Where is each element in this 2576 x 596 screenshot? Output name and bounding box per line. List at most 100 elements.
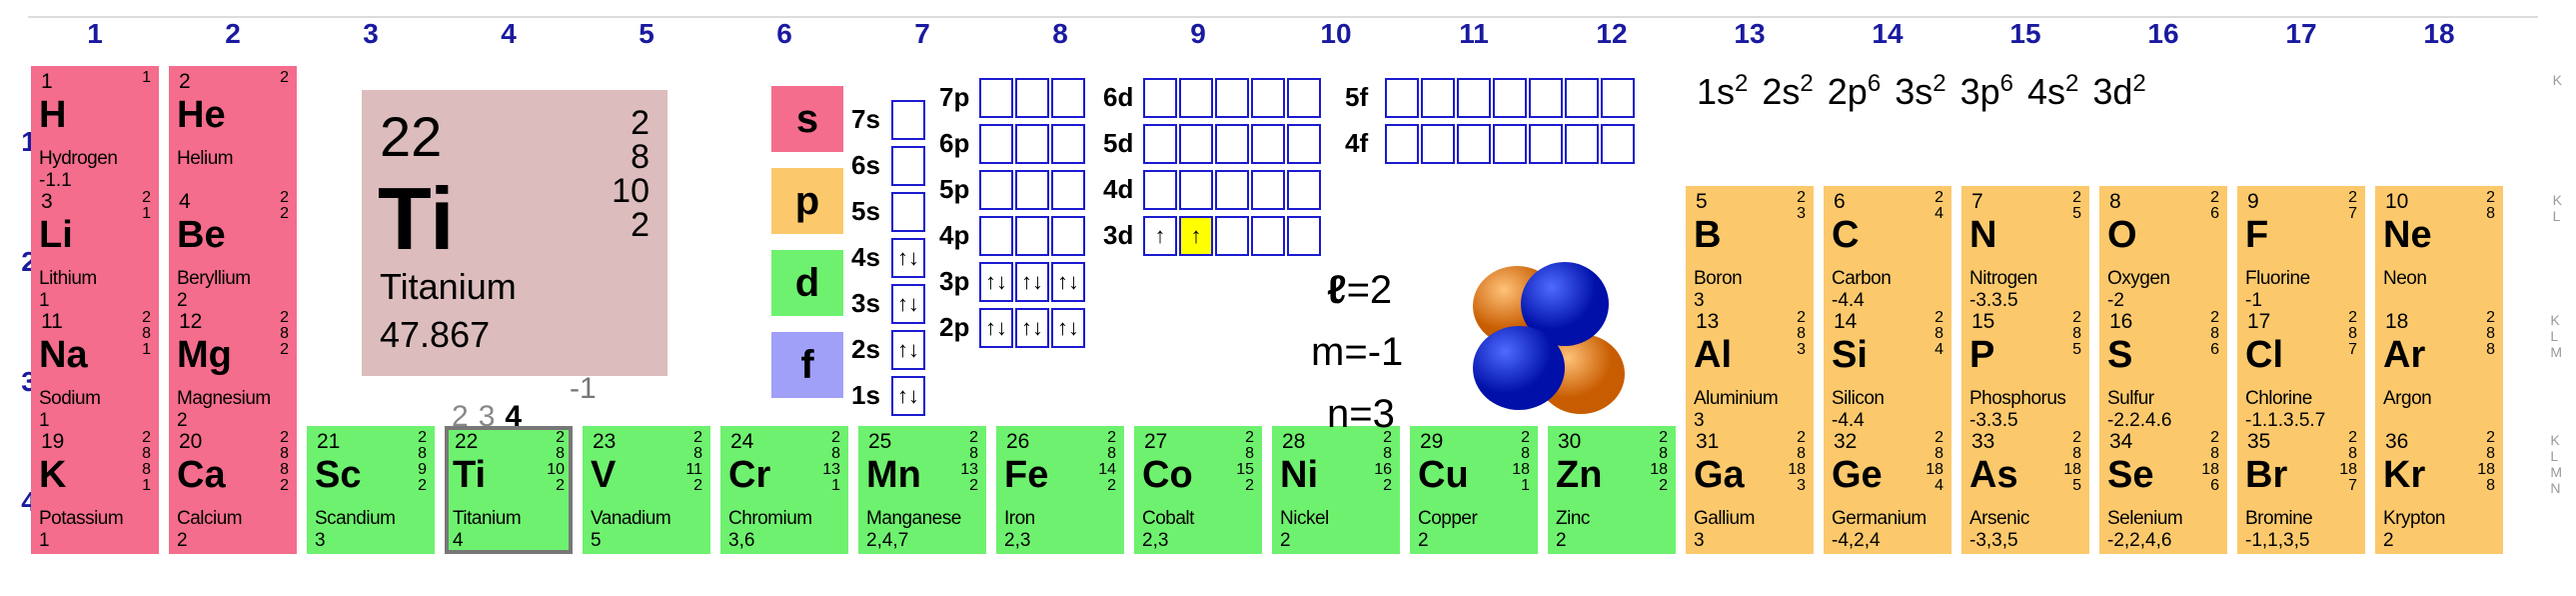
block-button-d[interactable]: d	[771, 250, 843, 316]
block-button-f[interactable]: f	[771, 332, 843, 398]
orbital-box[interactable]	[1287, 216, 1321, 256]
orbital-box[interactable]: ↑↓	[1015, 308, 1049, 348]
oxidation-state[interactable]: 3	[478, 400, 496, 433]
orbital-box[interactable]	[1493, 124, 1527, 164]
orbital-box[interactable]	[1565, 124, 1599, 164]
orbital-box[interactable]	[1251, 170, 1285, 210]
orbital-box[interactable]: ↑↓	[891, 330, 925, 370]
orbital-box[interactable]: ↑↓	[1051, 262, 1085, 302]
orbital-box[interactable]	[891, 100, 925, 140]
orbital-box[interactable]: ↑	[1179, 216, 1213, 256]
group-number-14[interactable]: 14	[1872, 18, 1904, 49]
orbital-box[interactable]	[1493, 78, 1527, 118]
orbital-box[interactable]	[1179, 170, 1213, 210]
orbital-box[interactable]	[1051, 216, 1085, 256]
group-number-7[interactable]: 7	[914, 18, 930, 49]
orbital-box[interactable]: ↑↓	[891, 238, 925, 278]
group-number-17[interactable]: 17	[2285, 18, 2317, 49]
orbital-box[interactable]	[1179, 78, 1213, 118]
orbital-box[interactable]	[1051, 170, 1085, 210]
orbital-box[interactable]	[1143, 124, 1177, 164]
orbital-box[interactable]	[891, 146, 925, 186]
orbital-box[interactable]	[1529, 78, 1563, 118]
orbital-box[interactable]: ↑	[1143, 216, 1177, 256]
group-number-12[interactable]: 12	[1596, 18, 1628, 49]
orbital-box[interactable]	[1179, 124, 1213, 164]
oxidation-state[interactable]: 4	[505, 400, 523, 433]
orbital-box[interactable]	[1421, 78, 1455, 118]
orbital-box[interactable]	[1015, 78, 1049, 118]
orbital-box[interactable]	[979, 78, 1013, 118]
orbital-box[interactable]	[1287, 78, 1321, 118]
orbital-box[interactable]	[1385, 78, 1419, 118]
block-button-p[interactable]: p	[771, 168, 843, 234]
orbital-box[interactable]	[1457, 78, 1491, 118]
group-number-11[interactable]: 11	[1459, 18, 1489, 49]
orbital-box[interactable]	[1565, 78, 1599, 118]
orbital-box[interactable]	[1457, 124, 1491, 164]
orbital-box[interactable]: ↑↓	[979, 262, 1013, 302]
group-number-15[interactable]: 15	[2009, 18, 2041, 49]
oxidation-state[interactable]: 2	[452, 400, 469, 433]
orbital-box[interactable]	[1051, 124, 1085, 164]
orbital-box[interactable]	[1287, 170, 1321, 210]
orbital-box[interactable]: ↑↓	[1051, 308, 1085, 348]
group-number-2[interactable]: 2	[225, 18, 241, 49]
group-number-5[interactable]: 5	[639, 18, 654, 49]
group-number-6[interactable]: 6	[776, 18, 792, 49]
group-number-3[interactable]: 3	[363, 18, 379, 49]
orbital-box[interactable]	[1215, 78, 1249, 118]
orbital-box[interactable]	[1601, 78, 1635, 118]
orbital-box[interactable]	[1215, 124, 1249, 164]
group-number-18[interactable]: 18	[2423, 18, 2455, 49]
orbital-box[interactable]	[1251, 124, 1285, 164]
orbital-box[interactable]	[1143, 78, 1177, 118]
block-button-s[interactable]: s	[771, 86, 843, 152]
orbital-box[interactable]	[1015, 124, 1049, 164]
orbital-box[interactable]	[1601, 124, 1635, 164]
orbital-box[interactable]	[1421, 124, 1455, 164]
orbital-box[interactable]: ↑↓	[891, 284, 925, 324]
orbital-3d-model[interactable]	[1447, 244, 1647, 444]
orbital-box[interactable]	[1385, 124, 1419, 164]
orbital-box[interactable]	[1143, 170, 1177, 210]
orbital-box[interactable]	[1051, 78, 1085, 118]
group-number-9[interactable]: 9	[1190, 18, 1206, 49]
orbital-box[interactable]	[979, 170, 1013, 210]
orbital-box[interactable]	[1251, 216, 1285, 256]
group-number-16[interactable]: 16	[2147, 18, 2179, 49]
group-number-1[interactable]: 1	[87, 18, 103, 49]
orbital-box[interactable]	[1251, 78, 1285, 118]
orbital-box[interactable]	[1215, 170, 1249, 210]
group-number-4[interactable]: 4	[501, 18, 517, 49]
orbital-box[interactable]	[979, 124, 1013, 164]
